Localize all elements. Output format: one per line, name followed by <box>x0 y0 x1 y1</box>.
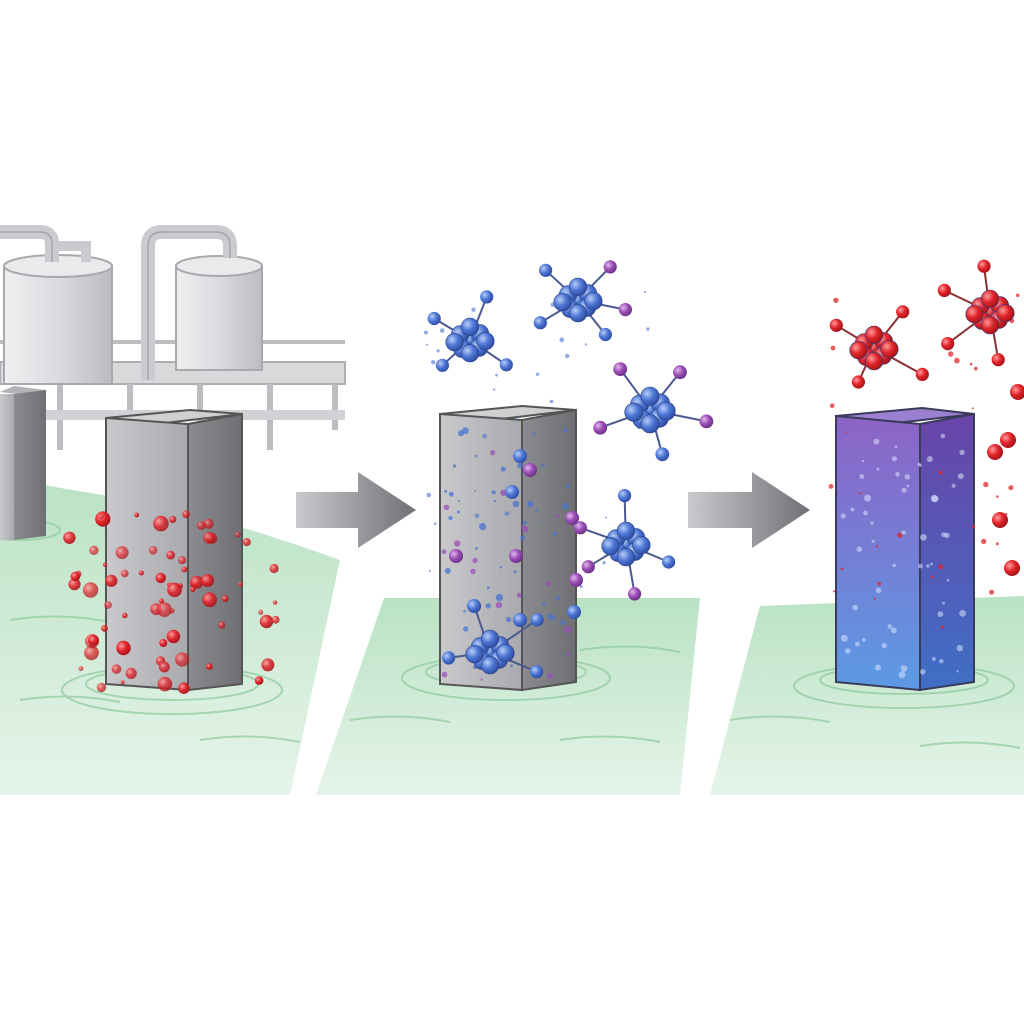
molecule-icon <box>442 599 544 679</box>
molecule-icon <box>593 362 714 462</box>
stage-treated-panel <box>710 259 1024 795</box>
molecule-icon <box>427 290 513 372</box>
concrete-block-treated <box>835 406 975 692</box>
stage-contaminated-panel <box>0 225 346 795</box>
molecule-icon <box>829 305 929 389</box>
stage-treatment-panel <box>316 260 714 795</box>
arrow-right-icon <box>688 472 810 548</box>
molecule-icon <box>573 489 676 601</box>
arrow-right-icon <box>296 472 416 548</box>
contaminant-particles-red <box>63 510 280 694</box>
industrial-plant-icon <box>0 225 346 450</box>
treatment-molecules-blue <box>427 260 714 679</box>
molecule-icon <box>937 259 1015 367</box>
concrete-block-contaminated <box>105 408 243 692</box>
concrete-block-partial <box>0 386 46 540</box>
released-molecules-red <box>829 259 1024 576</box>
molecule-icon <box>533 260 633 342</box>
